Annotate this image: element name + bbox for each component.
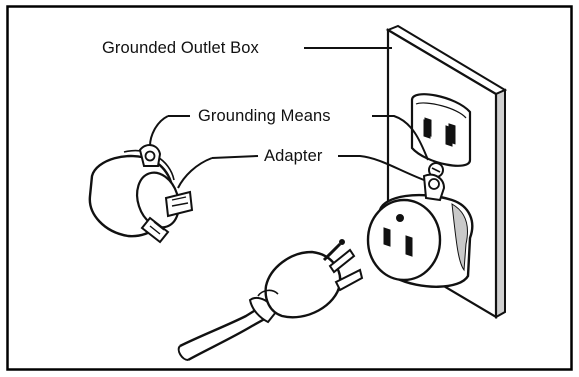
- installed-adapter: [366, 173, 474, 288]
- leader-grounding-to-tab: [149, 115, 169, 147]
- plug-and-cord: [177, 239, 364, 362]
- leader-lines: [149, 47, 429, 189]
- upper-receptacle: [410, 93, 472, 167]
- label-adapter: Adapter: [264, 147, 323, 165]
- leader-adapter-left-seg: [211, 155, 259, 159]
- leader-adapter: [338, 155, 425, 181]
- leader-grounding-means: [372, 115, 429, 161]
- figure-frame: [6, 5, 573, 371]
- label-grounding-means: Grounding Means: [198, 107, 331, 125]
- loose-adapter: [88, 144, 194, 244]
- leader-adapter-to-loose: [177, 157, 213, 189]
- label-grounded-outlet-box: Grounded Outlet Box: [102, 39, 259, 57]
